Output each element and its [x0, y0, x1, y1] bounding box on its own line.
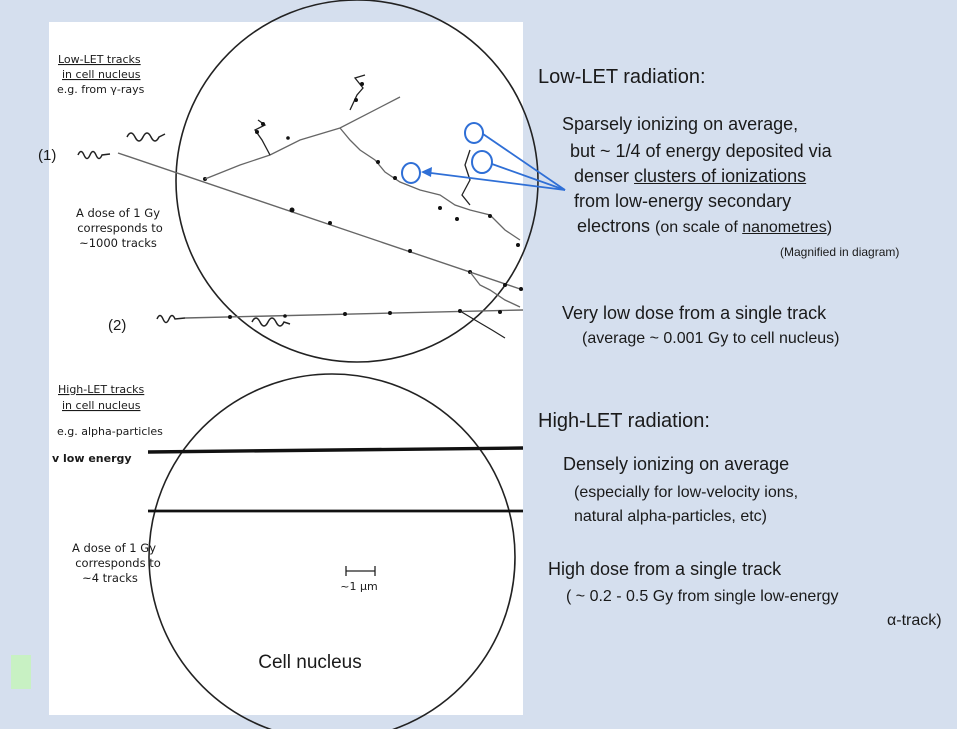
delta-ray-2: [339, 127, 521, 241]
upper-label-line3: e.g. from γ-rays: [57, 83, 145, 96]
gamma-wave-top: [126, 132, 166, 142]
alpha-track-1: [147, 446, 524, 454]
low-dose-line2: (average ~ 0.001 Gy to cell nucleus): [582, 330, 840, 347]
track-2-label: (2): [108, 317, 126, 334]
scale-bar: [345, 566, 376, 576]
low-let-line5: electrons (on scale of nanometres): [577, 216, 832, 237]
delta-ray-4: [349, 74, 366, 111]
delta-ray-1: [204, 96, 401, 180]
diagram-panel: [49, 22, 523, 715]
low-let-line5-prefix: electrons: [577, 216, 656, 236]
lower-dose-line2: corresponds to: [75, 556, 161, 570]
track-2-ionization-points: [228, 309, 502, 319]
high-dose-line1: High dose from a single track: [548, 559, 782, 579]
clusters-of-ionizations: clusters of ionizations: [634, 166, 807, 186]
delta-ray-6: [469, 271, 521, 308]
low-let-line1: Sparsely ionizing on average,: [562, 114, 799, 134]
low-let-line5-scale: (on scale of: [655, 219, 743, 236]
high-let-line1: Densely ionizing on average: [563, 454, 790, 474]
gamma-wave-2: [156, 314, 186, 324]
upper-dose: A dose of 1 Gy corresponds to ~1000 trac…: [76, 206, 163, 250]
low-let-line3-prefix: denser: [574, 166, 635, 186]
track-1-line: [117, 152, 524, 291]
lower-label-line2: in cell nucleus: [62, 399, 141, 412]
nanometres-link-text: nanometres: [742, 219, 827, 236]
high-let-line3: natural alpha-particles, etc): [574, 508, 767, 525]
lower-label-line1: High-LET tracks: [58, 383, 145, 396]
low-let-line4: from low-energy secondary: [574, 191, 792, 211]
lower-dose-line1: A dose of 1 Gy: [72, 541, 156, 555]
upper-nucleus-circle: [175, 0, 539, 363]
cell-nucleus-label: Cell nucleus: [258, 652, 362, 673]
magnified-note: (Magnified in diagram): [780, 245, 900, 259]
upper-dose-line2: corresponds to: [77, 221, 163, 235]
low-let-line5-close: ): [826, 219, 833, 236]
low-let-line3: denser clusters of ionizations: [574, 166, 806, 187]
lower-dose: A dose of 1 Gy corresponds to ~4 tracks: [72, 541, 161, 585]
upper-label: Low-LET tracks in cell nucleus e.g. from…: [57, 53, 145, 96]
low-let-heading: Low-LET radiation:: [538, 66, 706, 88]
cluster-arrows: [421, 133, 566, 191]
lower-label-line3: e.g. alpha-particles: [57, 425, 163, 438]
upper-dose-line3: ~1000 tracks: [79, 236, 157, 250]
delta-ray-5: [461, 149, 471, 206]
low-dose-line1: Very low dose from a single track: [562, 303, 827, 323]
cluster-highlights: [401, 122, 493, 184]
track-2-branch: [459, 310, 506, 339]
high-dose-line2: ( ~ 0.2 - 0.5 Gy from single low-energy: [566, 588, 839, 605]
lower-label: High-LET tracks in cell nucleus e.g. alp…: [57, 383, 163, 438]
upper-label-line1: Low-LET tracks: [58, 53, 141, 66]
track-1-label: (1): [38, 147, 56, 164]
lower-nucleus-circle: [148, 373, 516, 729]
high-let-line2: (especially for low-velocity ions,: [574, 484, 799, 501]
lower-dose-line3: ~4 tracks: [82, 571, 138, 585]
color-marker: [11, 655, 31, 689]
track-2-line: [184, 309, 524, 319]
scale-bar-label: ~1 μm: [340, 580, 377, 593]
upper-label-line2: in cell nucleus: [62, 68, 141, 81]
cluster-points: [255, 82, 520, 247]
upper-dose-line1: A dose of 1 Gy: [76, 206, 160, 220]
low-let-line2: but ~ 1/4 of energy deposited via: [570, 141, 832, 161]
high-dose-line3: α-track): [887, 612, 942, 629]
low-energy-label: v low energy: [52, 452, 132, 465]
gamma-wave-1: [77, 150, 111, 160]
high-let-heading: High-LET radiation:: [538, 410, 710, 432]
gamma-wave-inner: [251, 317, 291, 327]
